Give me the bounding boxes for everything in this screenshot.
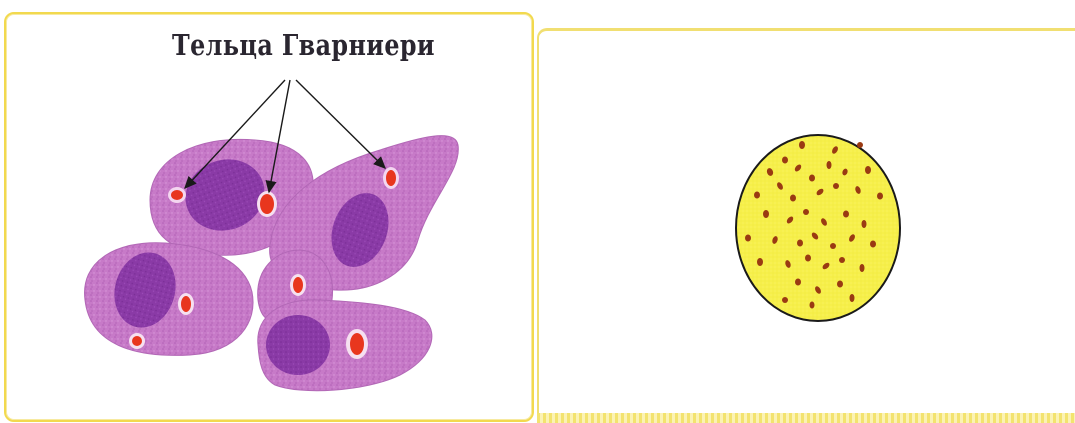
petri-dish <box>736 135 900 321</box>
infected-cells <box>85 136 459 391</box>
right-panel-bottom-strip <box>537 413 1075 423</box>
nucleus-4 <box>266 315 330 375</box>
